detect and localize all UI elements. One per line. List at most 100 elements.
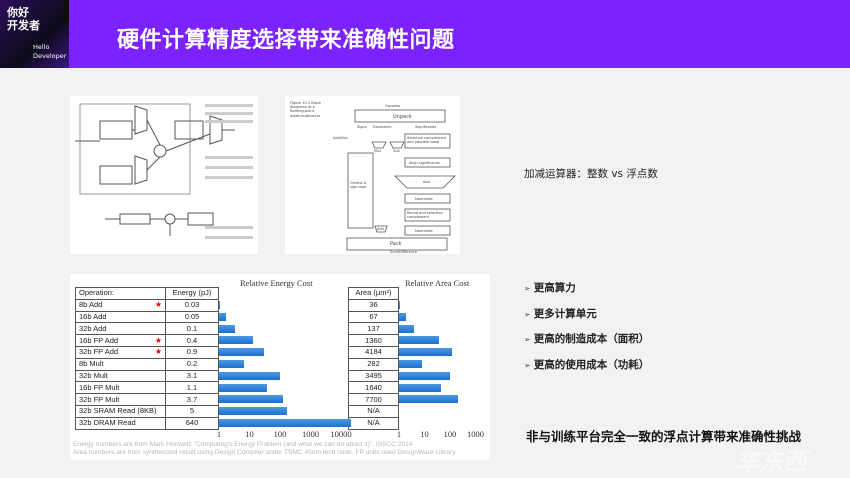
- energy-bar: [219, 383, 267, 392]
- bullet-text: 更高的使用成本（功耗）: [533, 359, 650, 371]
- energy-bar: [219, 407, 287, 416]
- arrow-icon: ➢: [524, 310, 531, 319]
- bullet-text: 更高算力: [533, 282, 576, 294]
- area-cell: N/A: [348, 416, 399, 430]
- area-row: 7700: [348, 393, 399, 406]
- logo-line2: 开发者: [7, 19, 40, 32]
- integer-adder-diagram-drawing: [75, 103, 253, 239]
- operation-label: 32b SRAM Read (8KB): [79, 406, 157, 416]
- area-cell: 1640: [348, 381, 399, 395]
- area-bar: [399, 348, 452, 357]
- area-axis-tick: 1000: [467, 429, 484, 439]
- bullet-item: ➢更多计算单元: [524, 306, 597, 321]
- operation-cell: 32b DRAM Read: [75, 416, 166, 430]
- operation-cell: 8b Mult: [75, 357, 166, 371]
- area-row: N/A: [348, 416, 399, 430]
- area-row: 1360: [348, 334, 399, 347]
- area-bar: [399, 301, 400, 309]
- bullet-item: ➢更高的使用成本（功耗）: [524, 357, 649, 372]
- area-axis-tick: 1: [396, 429, 402, 439]
- label-exponents: Exponents: [373, 125, 392, 129]
- slide-title: 硬件计算精度选择带来准确性问题: [117, 28, 455, 53]
- energy-axis-tick: 10: [245, 429, 254, 439]
- area-row: 67: [348, 310, 399, 324]
- area-row: N/A: [348, 404, 399, 418]
- label-result: Sum/Difference: [390, 250, 418, 254]
- operation-cell: 16b FP Mult: [75, 381, 166, 395]
- energy-bar: [219, 419, 352, 427]
- area-row: 137: [348, 322, 399, 336]
- label-round: Round and selective complement: [407, 211, 443, 220]
- operation-cell: 32b FP Add ★: [75, 345, 166, 359]
- operation-label: 32b FP Mult: [79, 394, 120, 404]
- energy-axis-tick: 100: [273, 429, 287, 439]
- operation-cell: 16b Add: [75, 310, 166, 324]
- energy-bar: [219, 395, 283, 404]
- area-bar: [399, 312, 406, 321]
- energy-cell: 0.2: [165, 357, 219, 371]
- area-cell: 67: [348, 310, 399, 324]
- energy-axis-tick: 1000: [302, 429, 319, 439]
- label-add: Add: [423, 180, 430, 184]
- area-cell: 36: [348, 298, 399, 312]
- watermark-logo: 车东西: [735, 448, 807, 476]
- label-control: Control & sign logic: [350, 181, 367, 190]
- energy-row: 16b FP Add★0.4: [75, 334, 219, 347]
- area-axis-tick: 10: [420, 429, 429, 439]
- operation-label: 32b DRAM Read: [79, 418, 136, 428]
- arrow-icon: ➢: [524, 284, 531, 293]
- fp-adder-diagram: Figure 10.1 Block diagrams of a floating…: [285, 96, 460, 254]
- energy-axis-tick: 10000: [330, 429, 352, 439]
- bullet-item: ➢更高算力: [524, 280, 576, 295]
- energy-cell: 1.1: [165, 381, 219, 395]
- bullet-text: 更高的制造成本（面积）: [533, 333, 650, 345]
- operation-label: 8b Add: [79, 300, 103, 310]
- energy-cell: 3.7: [165, 393, 219, 406]
- energy-bar: [219, 348, 265, 357]
- area-chart-title: Relative Area Cost: [405, 278, 470, 288]
- operation-cell: 32b Add: [75, 322, 166, 336]
- label-sub: Sub: [393, 149, 400, 153]
- energy-cell: 5: [165, 404, 219, 418]
- operation-cell: 8b Add ★: [75, 298, 166, 312]
- footnote-energy: Energy numbers are from Mark Horowitz "C…: [73, 441, 413, 448]
- area-row: 282: [348, 357, 399, 371]
- star-icon: ★: [154, 300, 162, 310]
- integer-adder-diagram: [70, 96, 258, 254]
- bullet-text: 更多计算单元: [533, 308, 597, 320]
- energy-bar: [219, 371, 281, 380]
- energy-row: 32b DRAM Read 640: [75, 416, 219, 430]
- area-row: 4184: [348, 345, 399, 359]
- star-icon: ★: [154, 347, 162, 357]
- area-cell: 7700: [348, 393, 399, 406]
- energy-row: 32b FP Mult 3.7: [75, 393, 219, 406]
- energy-header-value: Energy (pJ): [165, 287, 219, 300]
- area-axis-tick: 100: [443, 429, 457, 439]
- logo-line1: 你好: [7, 6, 29, 19]
- energy-chart-title: Relative Energy Cost: [240, 278, 313, 288]
- area-bar: [399, 360, 422, 368]
- energy-cell: 640: [165, 416, 219, 430]
- label-mux: Mux: [374, 149, 382, 153]
- operation-label: 32b FP Add: [79, 347, 119, 357]
- energy-row: 32b SRAM Read (8KB) 5: [75, 404, 219, 418]
- energy-bar: [219, 360, 245, 368]
- area-cell: 282: [348, 357, 399, 371]
- area-cell: 137: [348, 322, 399, 336]
- area-row: 3495: [348, 369, 399, 383]
- label-normalize: Normalize: [415, 197, 433, 201]
- label-significands: Significands: [415, 125, 437, 129]
- energy-bar: [219, 324, 235, 333]
- operation-label: 32b Mult: [79, 370, 108, 380]
- operation-label: 8b Mult: [79, 359, 104, 369]
- star-icon: ★: [154, 335, 162, 345]
- energy-cell: 3.1: [165, 369, 219, 383]
- label-opcodes: Opcodes: [385, 104, 401, 108]
- label-normalize-2: Normalize: [415, 229, 433, 233]
- operation-label: 16b Add: [79, 311, 107, 321]
- footnote-area: Area numbers are from synthesized result…: [73, 449, 457, 456]
- energy-bar: [219, 312, 226, 321]
